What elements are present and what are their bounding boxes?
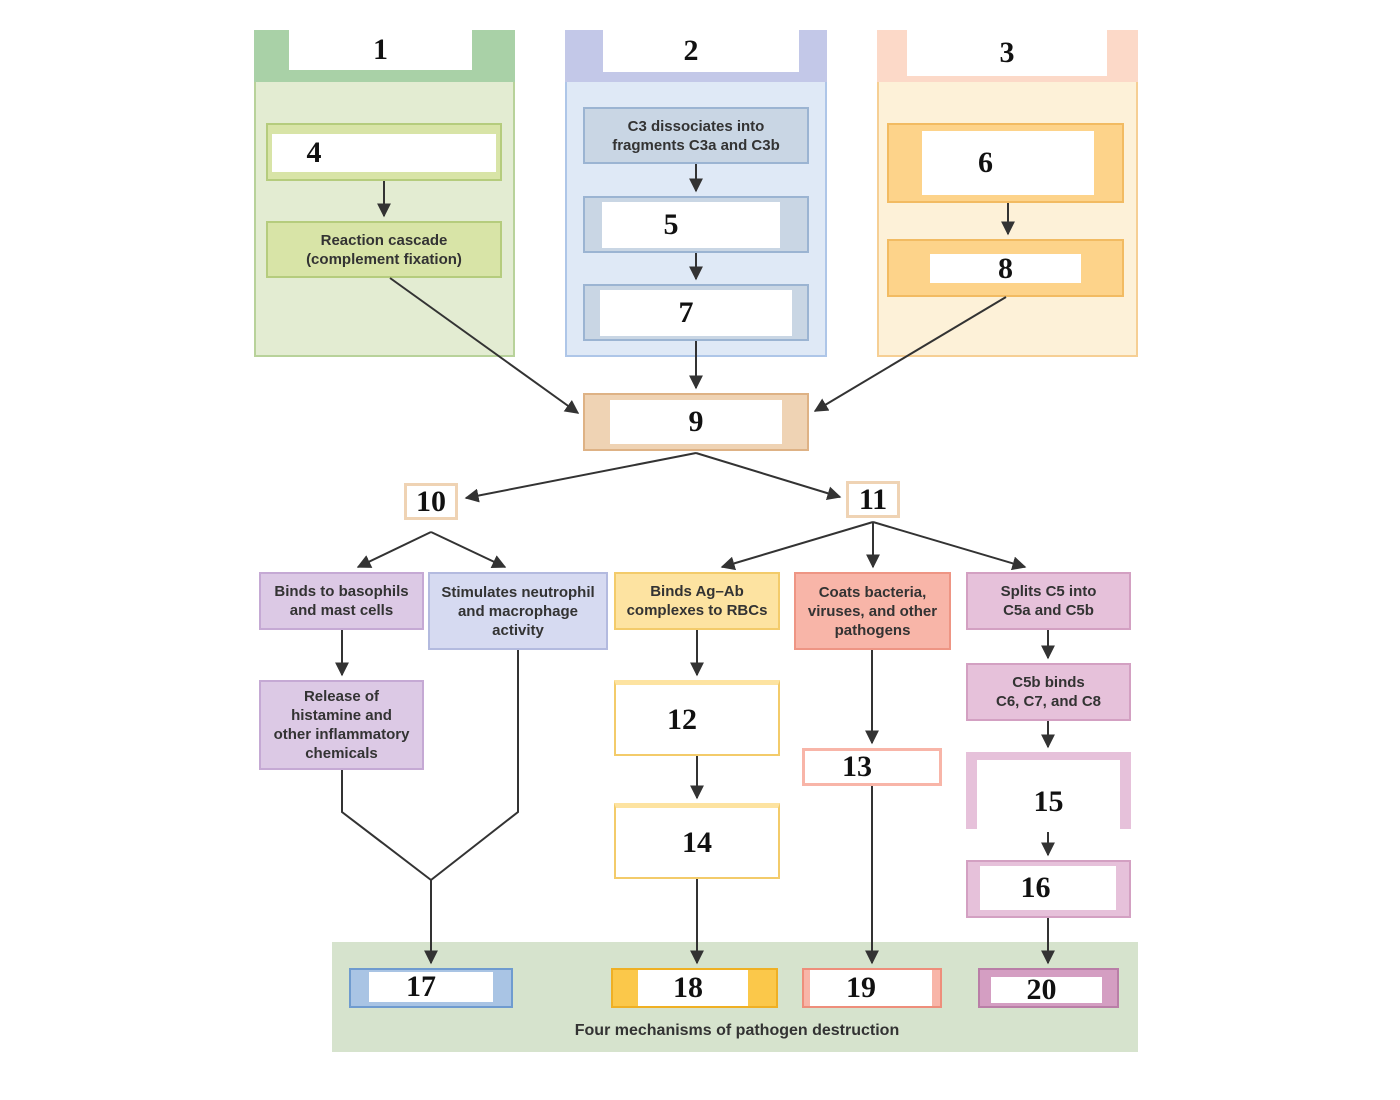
arrow-10-to-basophils <box>356 531 432 568</box>
arrow-9-to-10 <box>464 452 697 503</box>
step-label-6: 6 <box>922 131 1094 195</box>
c5b-binds-box: C5b binds C6, C7, and C8 <box>966 663 1131 721</box>
arrow-8-to-9 <box>813 296 1007 412</box>
step-label-8: 8 <box>930 252 1081 285</box>
pathway-label-1: 1 <box>289 30 472 70</box>
splits-c5-box: Splits C5 into C5a and C5b <box>966 572 1131 630</box>
c3-dissociates-box: C3 dissociates into fragments C3a and C3… <box>583 107 809 164</box>
step-label-14: 14 <box>614 803 780 879</box>
mechanism-label-18: 18 <box>638 970 748 1006</box>
step-label-15: 15 <box>977 760 1120 832</box>
pathway-label-2: 2 <box>603 30 799 72</box>
branch-label-10: 10 <box>404 483 458 520</box>
step-label-12: 12 <box>614 680 780 756</box>
reaction-cascade-box: Reaction cascade (complement fixation) <box>266 221 502 278</box>
mechanism-label-17: 17 <box>369 970 493 1003</box>
arrow-9-to-11 <box>695 452 842 501</box>
stimulates-neutrophil-box: Stimulates neutrophil and macrophage act… <box>428 572 608 650</box>
step-label-5: 5 <box>602 202 780 248</box>
four-mechanisms-caption: Four mechanisms of pathogen destruction <box>574 1022 900 1039</box>
arrow-11-to-agab <box>720 521 874 571</box>
branch-label-11: 11 <box>846 481 900 518</box>
arrow-10-to-neutrophil <box>430 531 507 568</box>
step-label-7: 7 <box>600 290 792 336</box>
step-label-4: 4 <box>272 134 496 172</box>
mechanism-label-19: 19 <box>810 970 932 1006</box>
line-release-to-17 <box>341 770 432 881</box>
arrow-11-to-splits <box>872 521 1027 571</box>
binds-basophils-box: Binds to basophils and mast cells <box>259 572 424 630</box>
coats-bacteria-box: Coats bacteria, viruses, and other patho… <box>794 572 951 650</box>
step-label-9: 9 <box>610 400 782 444</box>
arrow-cascade-to-9 <box>389 277 580 414</box>
pathway-label-3: 3 <box>907 30 1107 76</box>
line-neutrophil-to-17 <box>430 650 519 881</box>
step-label-13: 13 <box>802 748 942 786</box>
binds-agab-box: Binds Ag–Ab complexes to RBCs <box>614 572 780 630</box>
mechanism-label-20: 20 <box>991 973 1102 1006</box>
release-histamine-box: Release of histamine and other inflammat… <box>259 680 424 770</box>
step-label-16: 16 <box>980 866 1116 910</box>
